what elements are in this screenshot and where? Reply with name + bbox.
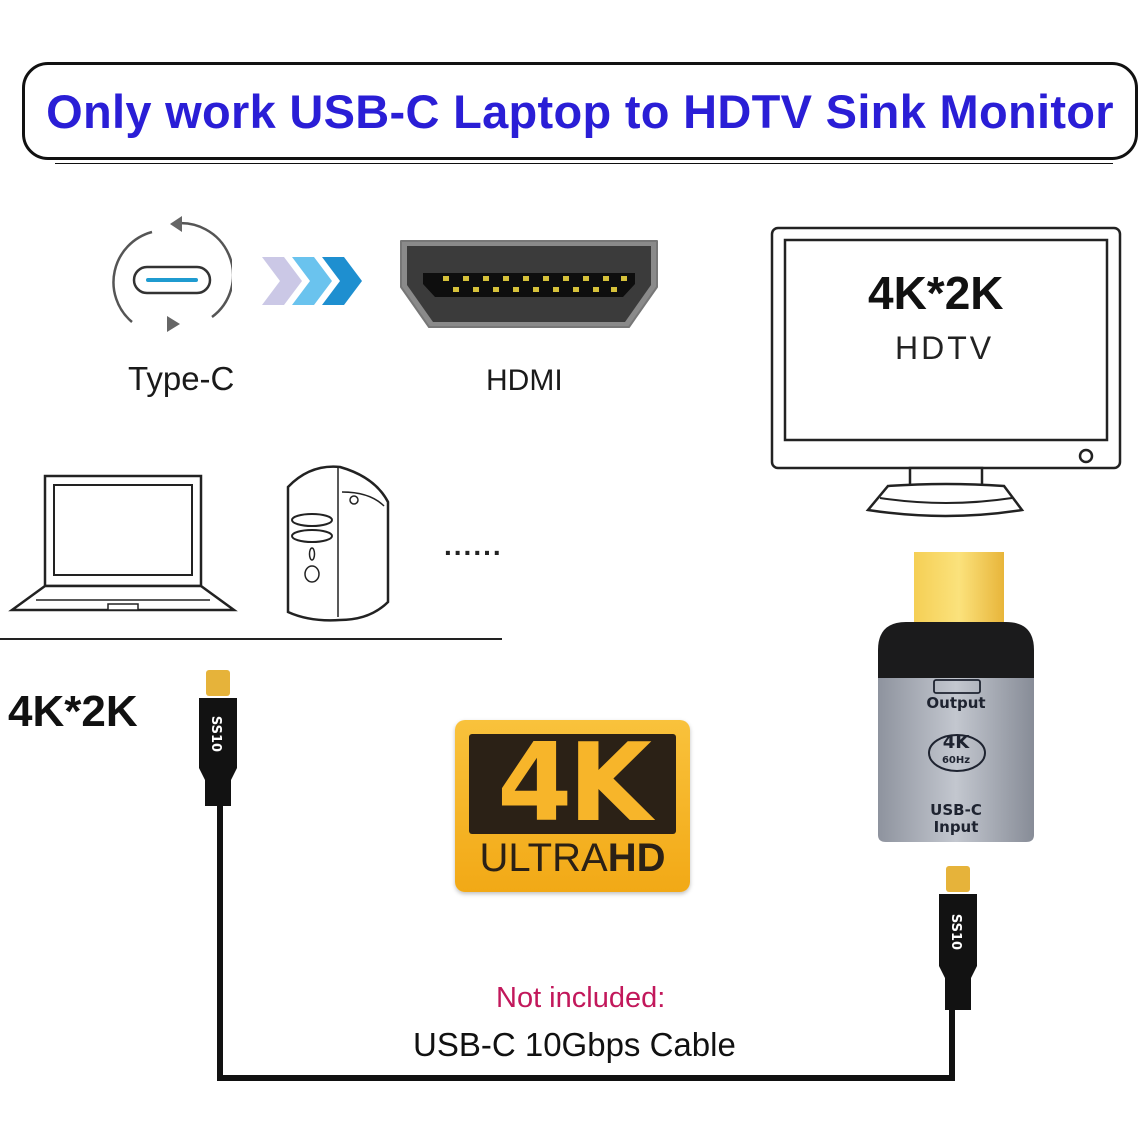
svg-text:SS10: SS10 xyxy=(208,716,223,752)
usb-c-cable xyxy=(190,660,1010,1090)
page-title: Only work USB-C Laptop to HDTV Sink Moni… xyxy=(46,84,1114,138)
adapter-4k-label: 4K xyxy=(942,732,970,753)
hdmi-label: HDMI xyxy=(486,364,563,397)
laptop-icon xyxy=(8,472,238,617)
section-divider xyxy=(0,638,502,640)
usb-c-plug-right-icon: SS10 xyxy=(935,862,981,1012)
hdmi-port-icon xyxy=(395,237,663,332)
badge-4k-text: 4K xyxy=(497,721,652,846)
usb-c-reversible-icon xyxy=(112,212,235,342)
adapter-refresh-label: 60Hz xyxy=(941,755,971,766)
cable-description: USB-C 10Gbps Cable xyxy=(413,1026,736,1063)
title-underline xyxy=(55,158,1113,164)
badge-ultrahd-text: ULTRAHD xyxy=(479,836,666,880)
usb-c-plug-icon: SS10 xyxy=(195,668,241,808)
monitor-type: HDTV xyxy=(895,330,995,366)
cable-resolution-label: 4K*2K xyxy=(8,687,138,736)
adapter-input-line1: USB-C xyxy=(930,801,982,819)
monitor-resolution: 4K*2K xyxy=(868,267,1004,319)
title-banner: Only work USB-C Laptop to HDTV Sink Moni… xyxy=(22,62,1138,160)
not-included-label: Not included: xyxy=(496,982,666,1014)
monitor-icon xyxy=(770,226,1122,526)
type-c-label: Type-C xyxy=(128,360,235,397)
adapter-input-line2: Input xyxy=(933,818,979,836)
4k-ultra-hd-badge: 4K ULTRAHD xyxy=(455,720,690,892)
svg-text:SS10: SS10 xyxy=(948,914,963,950)
adapter-output-label: Output xyxy=(926,694,986,712)
usb-c-to-hdmi-adapter: Output 4K 60Hz USB-C Input xyxy=(876,550,1036,845)
more-devices-ellipsis: ...... xyxy=(444,530,503,561)
triple-chevron-right-icon xyxy=(262,255,372,307)
desktop-tower-icon xyxy=(280,462,390,624)
